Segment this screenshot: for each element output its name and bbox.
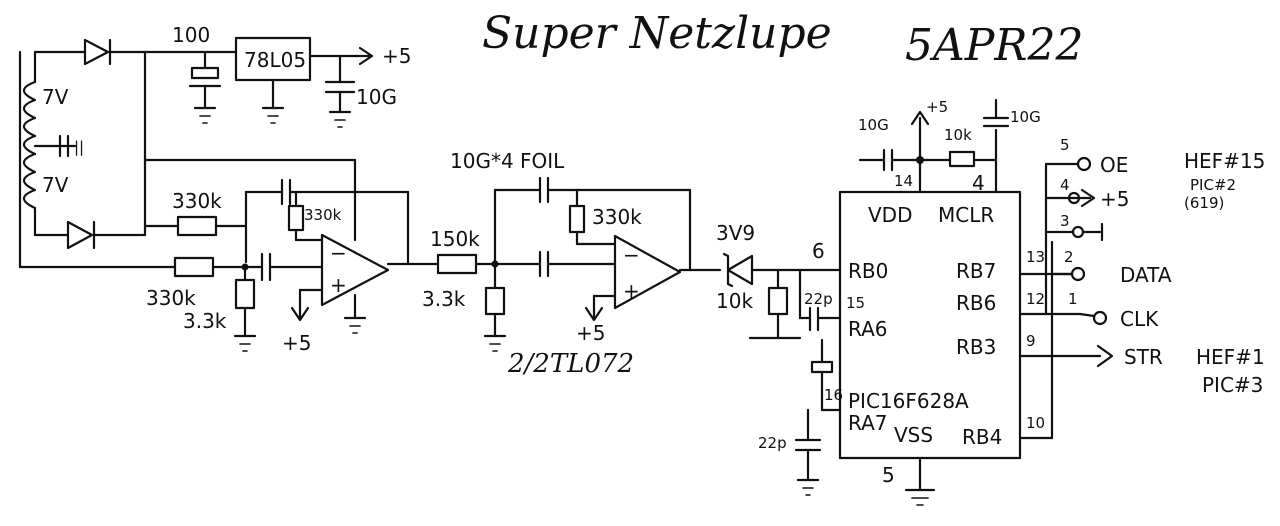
pin-number-5: 5 [882,463,895,487]
conn-str-label: STR [1124,345,1163,369]
pin-number-4: 4 [972,171,985,195]
opamp-part-label: 2/2TL072 [507,349,634,379]
connector-pin-clk [1092,310,1108,326]
r-fb-label: 330k [304,206,342,224]
r-bias-label: 3.3k [183,309,227,333]
resistor-input-top [176,215,218,237]
input-capacitor [188,50,222,124]
supply-out-label: +5 [382,44,411,68]
conn-num-5: 5 [1060,136,1070,154]
str-arrow [1096,344,1114,368]
conn-num-3: 3 [1060,212,1070,230]
opamp-filter [613,234,682,310]
resistor-input-10k [767,286,789,316]
pullup-label: 10k [944,126,972,144]
decoupling-cap-label: 10G [858,116,889,134]
filter-fb-label: 330k [592,205,642,229]
note-hef1: HEF#1 [1196,345,1265,369]
connector-pin-data [1070,266,1086,282]
resistor-pullup-10k [948,150,976,168]
r-in-10k-label: 10k [716,289,753,313]
pin-number-15: 15 [846,294,865,312]
svg-text:||: || [74,138,84,156]
resistor-shunt-3k3 [484,286,506,316]
note-pic2: PIC#2 [1190,176,1236,194]
conn-oe-label: OE [1100,153,1128,177]
rectifier-diode-bottom [33,220,147,250]
mcu-supply-label: +5 [926,98,948,116]
conn-plus5-label: +5 [1100,187,1129,211]
r-in-label: 330k [146,286,196,310]
pin-ra6: RA6 [848,317,888,341]
regulator-ground [261,78,285,124]
title: Super Netzlupe [482,8,832,59]
conn-num-1: 1 [1068,290,1078,308]
connector-pin-oe [1076,156,1092,172]
svg-text:+: + [330,273,347,297]
zener-label: 3V9 [716,221,755,245]
r-shunt-label: 3.3k [422,287,466,311]
pin-number-16: 16 [824,386,843,404]
resistor-feedback [287,204,305,232]
pin-number-9: 9 [1026,332,1036,350]
winding-bottom-label: 7V [42,173,69,197]
cap-in-label: 22p [804,290,833,308]
note-hef15: HEF#15 [1184,149,1265,173]
cap-osc-label: 22p [758,434,787,452]
input-cap-label: 100 [172,23,210,47]
pin-number-13: 13 [1026,248,1045,266]
resistor-bias [234,278,256,310]
resistor-filter-fb [568,204,586,234]
supply-out-arrow [358,46,374,66]
pin-vss: VSS [894,423,933,447]
opamp1-supply-label: +5 [282,331,311,355]
pin-number-10: 10 [1026,414,1045,432]
transformer-secondary: || [22,50,84,237]
zener-diode [726,254,754,286]
pin-number-6: 6 [812,239,825,263]
oscillator [810,360,834,374]
note-pic2-sub: (619) [1184,194,1224,212]
resistor-series-150k [436,253,478,275]
mcu-name: PIC16F628A [848,389,969,413]
svg-text:−: − [623,243,640,267]
svg-text:−: − [330,241,347,265]
opamp-input [320,233,390,307]
conn-num-4: 4 [1060,176,1070,194]
conn-clk-label: CLK [1120,307,1159,331]
opamp2-supply-label: +5 [576,321,605,345]
regulator-label: 78L05 [244,48,306,72]
output-cap-label: 10G [356,85,397,109]
winding-top-label: 7V [42,85,69,109]
pin-rb7: RB7 [956,259,996,283]
mcu-cap-top-label: 10G [1010,108,1041,126]
pin-mclr: MCLR [938,203,994,227]
svg-text:+: + [623,279,640,303]
r-series-label: 150k [430,227,480,251]
date: 5APR22 [905,20,1084,71]
conn-num-2: 2 [1064,248,1074,266]
pin-rb3: RB3 [956,335,996,359]
pin-number-12: 12 [1026,290,1045,308]
pin-rb4: RB4 [962,425,1002,449]
output-capacitor [324,54,356,128]
mcu-pic16f628a [838,190,1022,460]
resistor-input-bottom [173,256,215,278]
pin-rb0: RB0 [848,259,888,283]
pin-number-14: 14 [894,172,913,190]
rectifier-diode-top [33,38,237,66]
note-pic3: PIC#3 [1202,373,1263,397]
pin-rb6: RB6 [956,291,996,315]
conn-data-label: DATA [1120,263,1172,287]
filter-caps-label: 10G*4 FOIL [450,149,565,173]
pin-vdd: VDD [868,203,912,227]
pin-ra7: RA7 [848,411,888,435]
r-top-label: 330k [172,189,222,213]
